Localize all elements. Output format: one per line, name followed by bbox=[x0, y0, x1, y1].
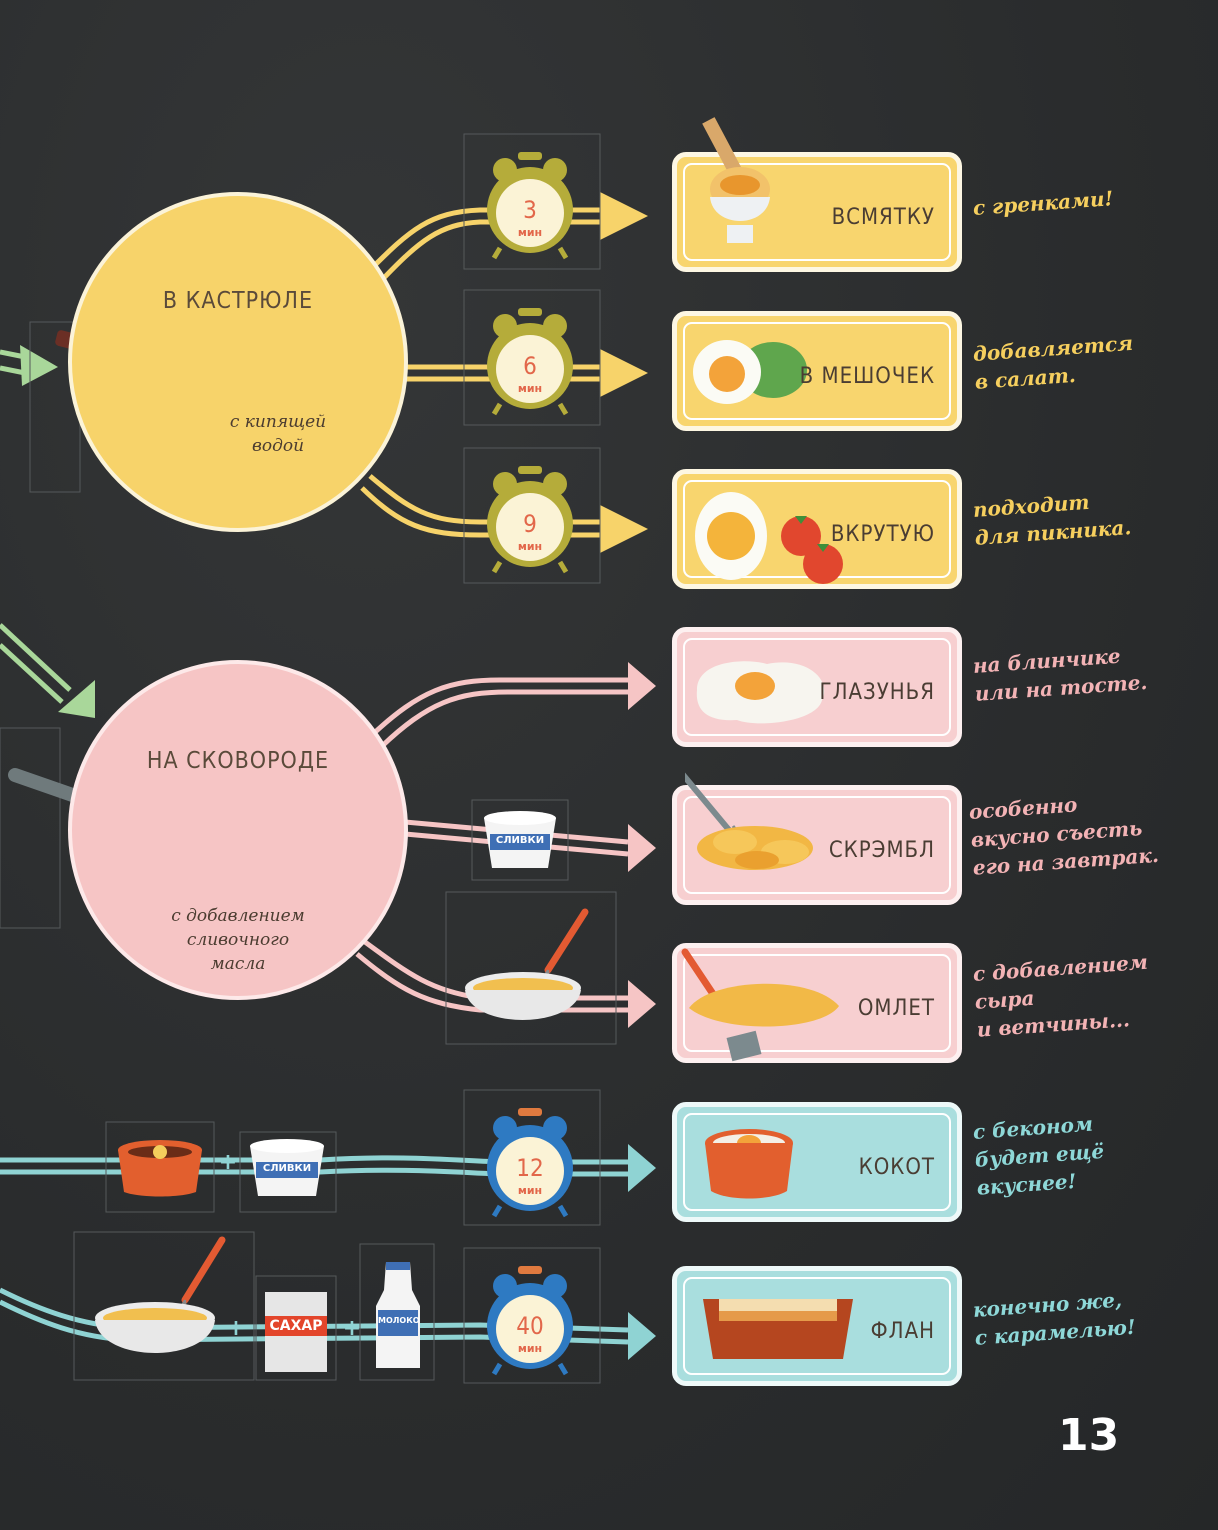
pan-group-title: НА СКОВОРОДЕ bbox=[146, 748, 330, 774]
dish-name-fried-egg: ГЛАЗУНЬЯ bbox=[819, 680, 935, 705]
sugar-label: САХАР bbox=[269, 1318, 323, 1334]
dish-card-omelet: ОМЛЕТ bbox=[672, 943, 962, 1063]
egg-cup-icon bbox=[702, 117, 770, 243]
pot-group-subtitle-line2: водой bbox=[251, 436, 305, 456]
cream-cup-icon-2 bbox=[250, 1139, 324, 1196]
dish-card-scrambled: СКРЭМБЛ bbox=[672, 772, 962, 905]
clock-icon-4 bbox=[487, 1108, 573, 1218]
arrow-head-6 bbox=[628, 980, 656, 1028]
dish-note-flan: конечно же, с карамелью! bbox=[972, 1285, 1136, 1352]
dish-card-hard-boiled: ВКРУТУЮ bbox=[672, 469, 962, 589]
whisk-bowl-icon bbox=[465, 908, 589, 1020]
timer-5-value: 40 bbox=[516, 1312, 544, 1340]
plus-sign-1: + bbox=[218, 1150, 238, 1175]
clock-icon-5 bbox=[487, 1266, 573, 1376]
scrambled-eggs-icon bbox=[685, 772, 813, 870]
arrow-head-7 bbox=[628, 1144, 656, 1192]
pot-group-subtitle-line1: с кипящей bbox=[229, 412, 327, 432]
dish-name-omelet: ОМЛЕТ bbox=[857, 996, 935, 1021]
pan-group-subtitle-line1: с добавлением bbox=[171, 906, 305, 926]
dish-name-flan: ФЛАН bbox=[870, 1319, 935, 1344]
arrow-head-5 bbox=[628, 824, 656, 872]
ramekin-icon bbox=[118, 1140, 202, 1197]
cream-label-1: СЛИВКИ bbox=[495, 835, 545, 846]
page-number: 13 bbox=[1058, 1410, 1120, 1461]
egg-tomato-icon bbox=[695, 492, 843, 584]
clock-icon-1 bbox=[487, 152, 573, 260]
timer-1-unit: мин bbox=[517, 226, 543, 239]
arrow-head-4 bbox=[628, 662, 656, 710]
dish-card-flan: ФЛАН bbox=[672, 1266, 962, 1386]
egg-salad-icon bbox=[693, 340, 807, 404]
incoming-arrow-top-head bbox=[20, 345, 58, 386]
pan-group-subtitle-line3: масла bbox=[210, 954, 266, 974]
pot-group-circle: В КАСТРЮЛЕ с кипящей водой bbox=[68, 192, 408, 532]
timer-2-unit: мин bbox=[517, 382, 543, 395]
incoming-arrow-middle bbox=[0, 623, 72, 704]
arrow-head-2 bbox=[600, 349, 648, 397]
dish-name-hard-boiled: ВКРУТУЮ bbox=[830, 522, 935, 547]
timer-3-unit: мин bbox=[517, 540, 543, 553]
flan-icon bbox=[703, 1299, 853, 1359]
dish-note-medium-boiled: добавляется в салат. bbox=[972, 329, 1136, 396]
dish-card-soft-boiled: ВСМЯТКУ bbox=[672, 117, 962, 272]
cocotte-icon bbox=[705, 1129, 793, 1199]
timer-5-unit: мин bbox=[517, 1342, 543, 1355]
plus-sign-2: + bbox=[226, 1316, 246, 1341]
omelet-icon bbox=[681, 948, 839, 1062]
fried-egg-icon bbox=[696, 661, 825, 724]
clock-icon-2 bbox=[487, 308, 573, 416]
timer-1-value: 3 bbox=[523, 196, 537, 224]
pot-group-title: В КАСТРЮЛЕ bbox=[162, 288, 314, 314]
timer-4-value: 12 bbox=[516, 1154, 544, 1182]
dish-note-cocotte: с беконом будет ещё вкуснее! bbox=[972, 1109, 1107, 1202]
dish-name-soft-boiled: ВСМЯТКУ bbox=[831, 205, 935, 230]
timer-4-unit: мин bbox=[517, 1184, 543, 1197]
plus-sign-3: + bbox=[342, 1316, 362, 1341]
dish-name-cocotte: КОКОТ bbox=[858, 1155, 935, 1180]
incoming-arrow-middle-head bbox=[58, 680, 95, 718]
arrow-head-8 bbox=[628, 1312, 656, 1360]
timer-2-value: 6 bbox=[523, 352, 537, 380]
milk-bottle-icon bbox=[376, 1262, 420, 1368]
arrow-head-3 bbox=[600, 505, 648, 553]
whisk-bowl-icon-2 bbox=[95, 1236, 226, 1353]
clock-icon-3 bbox=[487, 466, 573, 574]
dish-name-medium-boiled: В МЕШОЧЕК bbox=[799, 364, 935, 389]
dish-note-scrambled: особенно вкусно съесть его на завтрак. bbox=[968, 785, 1160, 882]
arrow-head-1 bbox=[600, 192, 648, 240]
milk-label: МОЛОКО bbox=[378, 1316, 420, 1325]
pan-group-circle: НА СКОВОРОДЕ с добавлением сливочного ма… bbox=[68, 660, 408, 1000]
dish-card-medium-boiled: В МЕШОЧЕК bbox=[672, 311, 962, 431]
sugar-pack-icon bbox=[265, 1292, 327, 1372]
dish-name-scrambled: СКРЭМБЛ bbox=[828, 838, 935, 863]
pan-group-subtitle-line2: сливочного bbox=[186, 930, 290, 950]
dish-note-omelet: с добавлением сыра и ветчины... bbox=[972, 948, 1153, 1044]
dish-note-hard-boiled: подходит для пикника. bbox=[972, 485, 1132, 552]
cream-cup-icon bbox=[484, 811, 556, 868]
dish-card-fried-egg: ГЛАЗУНЬЯ bbox=[672, 627, 962, 747]
cream-label-2: СЛИВКИ bbox=[262, 1163, 312, 1174]
dish-card-cocotte: КОКОТ bbox=[672, 1102, 962, 1222]
timer-3-value: 9 bbox=[523, 510, 537, 538]
